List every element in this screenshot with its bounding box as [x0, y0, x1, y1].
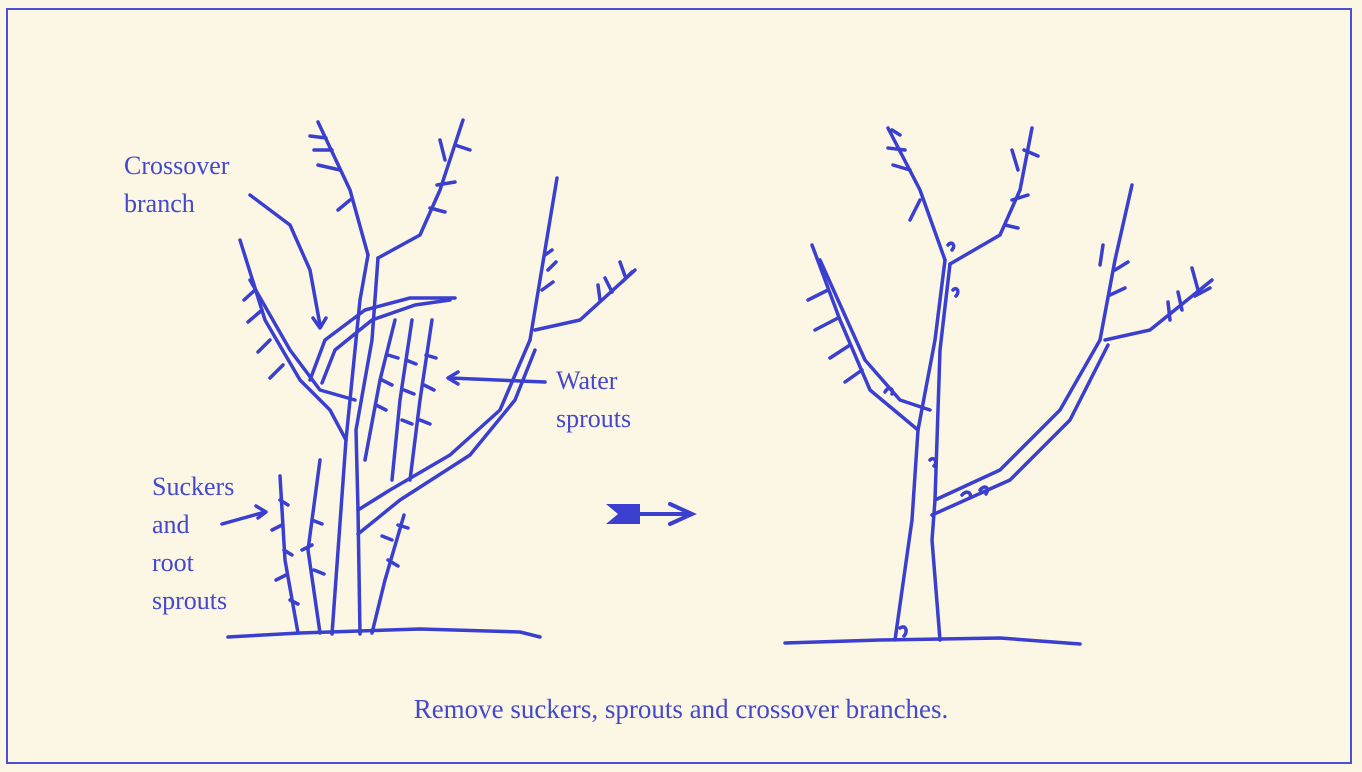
- ground-line-left: [228, 629, 540, 637]
- suckers-label-line-4: sprouts: [152, 582, 234, 620]
- suckers-label-line-1: Suckers: [152, 468, 234, 506]
- water-label-line-2: sprouts: [556, 400, 631, 438]
- right-arrow-icon: [606, 504, 692, 524]
- figure-caption: Remove suckers, sprouts and crossover br…: [0, 694, 1362, 725]
- water-pointer: [450, 378, 545, 382]
- water-label-line-1: Water: [556, 362, 631, 400]
- suckers-label-line-3: root: [152, 544, 234, 582]
- crossover-label-line-1: Crossover: [124, 147, 229, 185]
- water-sprouts-label: Water sprouts: [556, 362, 631, 438]
- tree-after: [785, 128, 1212, 644]
- crossover-label-line-2: branch: [124, 185, 229, 223]
- ground-line-right: [785, 638, 1080, 644]
- suckers-label: Suckers and root sprouts: [152, 468, 234, 620]
- crossover-label: Crossover branch: [124, 147, 229, 223]
- water-sprouts-left: [365, 320, 395, 460]
- suckers-label-line-2: and: [152, 506, 234, 544]
